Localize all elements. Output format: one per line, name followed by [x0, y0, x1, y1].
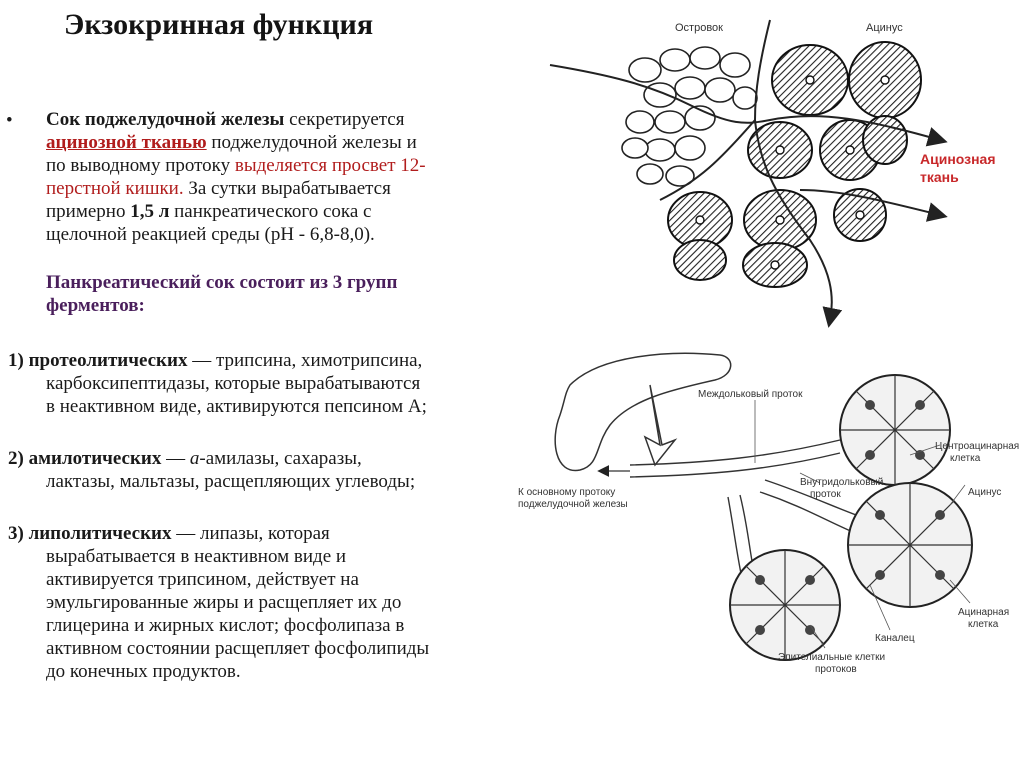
intro-text: панкреатического сока с: [169, 201, 372, 222]
page-title: Экзокринная функция: [64, 8, 374, 41]
intro-line-6: щелочной реакцией среды (рН - 6,8-8,0).: [46, 224, 375, 245]
group2-text: -амилазы, сахаразы,: [199, 448, 362, 469]
intro-text: по выводному протоку: [46, 155, 235, 176]
acinar-nuclei-bottom: [755, 400, 945, 635]
group3-text: — липазы, которая: [171, 523, 330, 544]
group2-alpha: а: [189, 448, 200, 469]
group3-line-1: 3) липолитических — липазы, которая: [8, 522, 330, 545]
duct-system-figure: Междольковый проток Центроацинарная клет…: [518, 352, 1019, 675]
group2-head: 2) амилотических: [8, 448, 162, 469]
acinar-cell-borders: [730, 375, 972, 660]
group1-text: — трипсина, химотрипсина,: [187, 350, 423, 371]
intro-term-acinar: ацинозной тканью: [46, 132, 207, 153]
label-centroacinar-1: Центроацинарная: [935, 441, 1019, 452]
group3-line-5: глицерина и жирных кислот; фосфолипаза в: [46, 615, 405, 636]
group1-line-2: карбоксипептидазы, которые вырабатываютс…: [46, 373, 421, 394]
intro-line-5: примерно 1,5 л панкреатического сока с: [46, 200, 371, 223]
label-main-duct-1: К основному протоку: [518, 487, 615, 498]
label-main-duct-2: поджелудочной железы: [518, 499, 628, 510]
label-acinar-tissue-2: ткань: [920, 169, 959, 185]
label-islet: Островок: [675, 22, 723, 34]
intro-text: примерно: [46, 201, 131, 222]
intro-line-3: по выводному протоку выделяется просвет …: [46, 154, 426, 177]
group3-head: 3) липолитических: [8, 523, 172, 544]
group3-line-4: эмульгированные жиры и расщепляет их до: [46, 592, 402, 613]
group3-line-6: активном состоянии расщепляет фосфолипид…: [46, 638, 430, 659]
label-acinus-bottom: Ацинус: [968, 487, 1001, 498]
group2-text: —: [161, 448, 190, 469]
label-canaliculus: Каналец: [875, 633, 915, 644]
intro-text: секретируется: [284, 109, 405, 130]
intro-highlight: перстной кишки.: [46, 178, 184, 199]
acinar-tissue-figure: Островок Ацинус Ацинозная ткань: [549, 19, 996, 328]
bullet-icon: •: [6, 110, 13, 131]
group1-line-1: 1) протеолитических — трипсина, химотрип…: [8, 349, 422, 372]
pancreas-outline: [554, 352, 732, 472]
group3-line-3: активируется трипсином, действует на: [46, 569, 359, 590]
leader-lines: [754, 400, 971, 649]
label-intralobular-2: проток: [810, 489, 841, 500]
intro-line-4: перстной кишки. За сутки вырабатывается: [46, 177, 391, 200]
islet-cells: [621, 46, 758, 187]
text-column: • Сок поджелудочной железы секретируется…: [6, 108, 430, 682]
label-epithelial-1: Эпителиальные клетки: [778, 652, 885, 663]
group3-line-2: вырабатывается в неактивном виде и: [46, 546, 347, 567]
magnify-arrow-icon: [643, 384, 678, 467]
intro-text: поджелудочной железы и: [206, 132, 417, 153]
group2-line-1: 2) амилотических — а-амилазы, сахаразы,: [8, 447, 362, 470]
label-intralobular-1: Внутридольковый: [800, 477, 883, 488]
label-interlobular-duct: Междольковый проток: [698, 389, 803, 400]
label-centroacinar-2: клетка: [950, 453, 981, 464]
intro-highlight: выделяется просвет 12-: [234, 155, 426, 176]
intro-volume: 1,5 л: [130, 201, 170, 222]
ducts: [549, 19, 948, 328]
groups-header-line-1: Панкреатический сок состоит из 3 групп: [46, 272, 398, 293]
group1-head: 1) протеолитических: [8, 350, 188, 371]
intro-line-2: ацинозной тканью поджелудочной железы и: [46, 131, 417, 154]
label-epithelial-2: протоков: [815, 664, 857, 675]
acinar-nuclei: [695, 75, 890, 270]
label-acinar-cell-2: клетка: [968, 619, 999, 630]
intro-text: За сутки вырабатывается: [183, 178, 391, 199]
group3-line-7: до конечных продуктов.: [46, 661, 241, 682]
group1-line-3: в неактивном виде, активируются пепсином…: [46, 396, 427, 417]
label-acinus-top: Ацинус: [866, 22, 903, 34]
groups-header-line-2: ферментов:: [46, 295, 145, 316]
intro-term-juice: Сок поджелудочной железы: [46, 109, 285, 130]
label-acinar-cell-1: Ацинарная: [958, 607, 1009, 618]
intro-line-1: Сок поджелудочной железы секретируется: [46, 108, 404, 131]
bottom-labels: Междольковый проток Центроацинарная клет…: [518, 389, 1019, 675]
group2-line-2: лактазы, мальтазы, расщепляющих углеводы…: [46, 471, 416, 492]
label-acinar-tissue-1: Ацинозная: [920, 151, 996, 167]
